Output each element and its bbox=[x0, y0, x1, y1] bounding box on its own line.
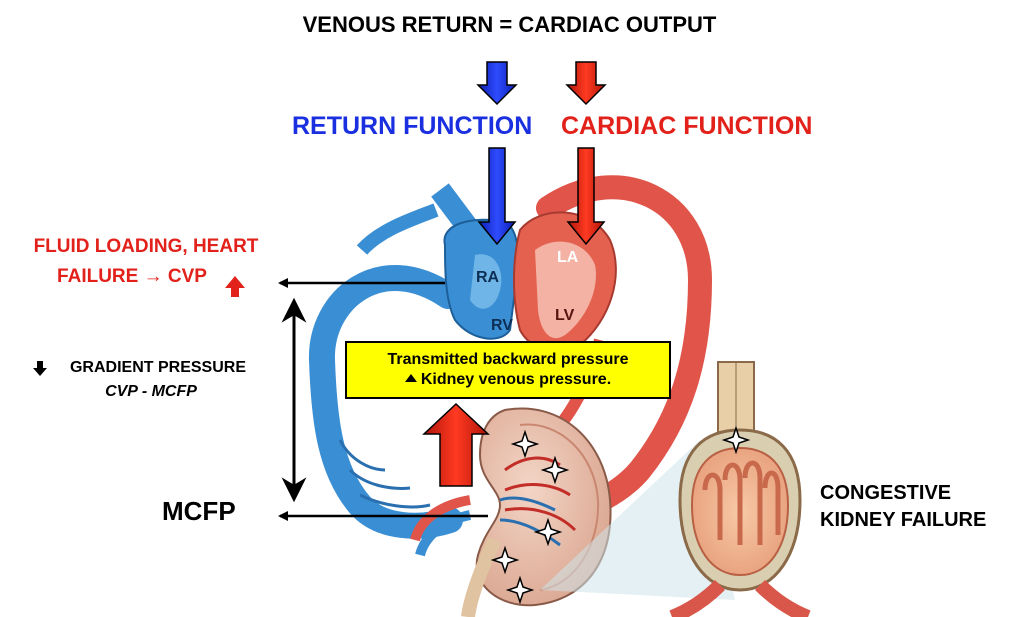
up-arrow-icon bbox=[405, 374, 417, 382]
gradient-line1: GRADIENT PRESSURE bbox=[28, 356, 274, 380]
box-line1: Transmitted backward pressure bbox=[347, 350, 669, 370]
diagram-title: VENOUS RETURN = CARDIAC OUTPUT bbox=[0, 12, 1019, 38]
gradient-pressure-label: GRADIENT PRESSURE CVP - MCFP bbox=[28, 356, 274, 404]
backward-pressure-box: Transmitted backward pressure Kidney ven… bbox=[345, 341, 671, 399]
red-down-arrow-icon bbox=[567, 62, 605, 104]
congestive-line1: CONGESTIVE bbox=[820, 480, 986, 507]
mcfp-label: MCFP bbox=[162, 496, 236, 527]
fluid-loading-line1: FLUID LOADING, HEART bbox=[8, 232, 284, 262]
backward-pressure-up-arrow-icon bbox=[424, 404, 488, 486]
label-lv: LV bbox=[555, 307, 575, 324]
blue-down-arrow-icon bbox=[479, 148, 515, 244]
cardiac-function-label: CARDIAC FUNCTION bbox=[561, 112, 812, 141]
box-line2: Kidney venous pressure. bbox=[421, 371, 611, 388]
blue-down-arrow-icon bbox=[478, 62, 516, 104]
box-line2-wrap: Kidney venous pressure. bbox=[347, 370, 669, 390]
return-function-arrows bbox=[478, 62, 516, 244]
label-rv: RV bbox=[491, 317, 513, 334]
return-function-label: RETURN FUNCTION bbox=[292, 112, 532, 141]
congestive-line2: KIDNEY FAILURE bbox=[820, 507, 986, 534]
fluid-loading-label: FLUID LOADING, HEART FAILURE → CVP bbox=[8, 232, 284, 292]
gradient-double-arrow bbox=[284, 300, 304, 500]
label-la: LA bbox=[557, 249, 579, 266]
congestive-kidney-failure-label: CONGESTIVE KIDNEY FAILURE bbox=[820, 480, 986, 534]
gradient-line2: CVP - MCFP bbox=[28, 380, 274, 404]
label-ra: RA bbox=[476, 269, 500, 286]
fluid-loading-line2: FAILURE → CVP bbox=[8, 262, 284, 292]
